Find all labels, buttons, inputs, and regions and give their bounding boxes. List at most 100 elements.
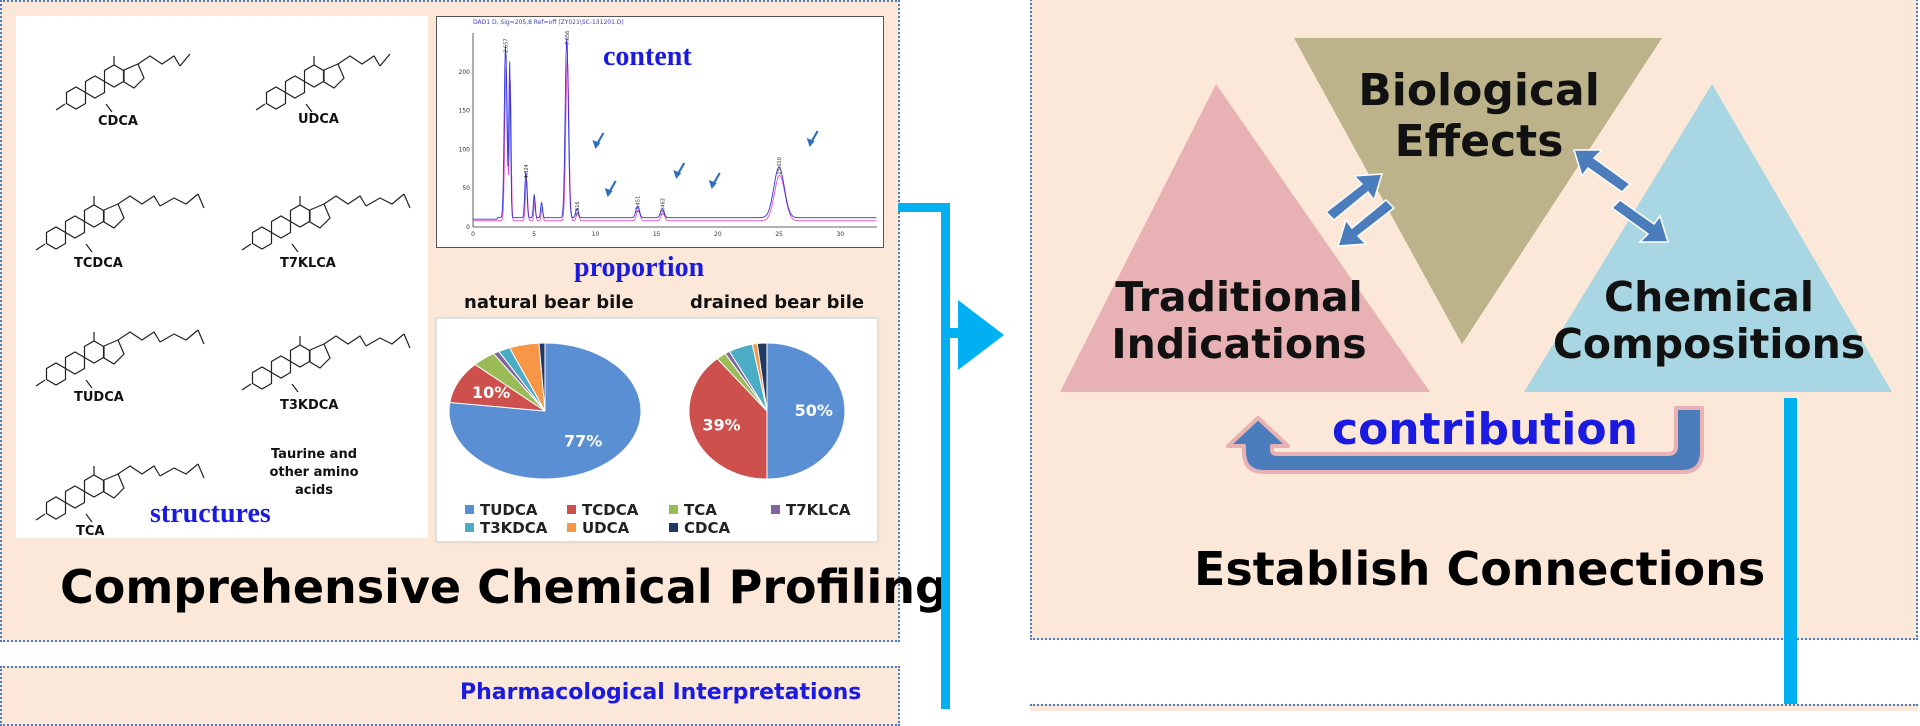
legend-swatch-udca bbox=[567, 523, 576, 532]
molecule-cdca bbox=[55, 53, 191, 113]
pie-title-natural: natural bear bile bbox=[464, 292, 634, 313]
contribution-arrow bbox=[1226, 406, 1704, 474]
compound-label-udca: UDCA bbox=[298, 112, 339, 127]
connector-line-horizontal bbox=[898, 203, 950, 212]
pie-data-label: 10% bbox=[472, 383, 510, 402]
chrom-x-tick: 10 bbox=[592, 231, 600, 238]
chemical-compositions-label: Chemical Compositions bbox=[1552, 273, 1866, 369]
chromatogram-frame: DAD1 D, Sig=205,8 Ref=off (ZY021\SC-1312… bbox=[436, 16, 884, 248]
legend-label-t3kdca: T3KDCA bbox=[480, 519, 548, 537]
compound-label-t3kdca: T3KDCA bbox=[280, 398, 339, 413]
chromatogram-header: DAD1 D, Sig=205,8 Ref=off (ZY021\SC-1312… bbox=[473, 19, 624, 26]
right-arrowhead-icon bbox=[958, 300, 1004, 370]
connections-panel: Biological Effects Traditional Indicatio… bbox=[1030, 0, 1918, 640]
chrom-x-tick: 15 bbox=[653, 231, 661, 238]
chrom-arrowhead-icon bbox=[708, 180, 717, 189]
compound-label-t7klca: T7KLCA bbox=[280, 256, 336, 271]
taurine-note: Taurine and other amino acids bbox=[269, 447, 359, 499]
molecule-structures bbox=[35, 53, 411, 523]
left-double-arrow-icon bbox=[1324, 173, 1396, 247]
profiling-title: Comprehensive Chemical Profiling bbox=[60, 560, 948, 614]
legend-item-tca: TCA bbox=[669, 501, 717, 519]
pharmacology-label: Pharmacological Interpretations bbox=[460, 680, 862, 705]
chrom-y-tick: 200 bbox=[459, 69, 471, 76]
molecule-tcdca bbox=[35, 193, 205, 253]
pie-data-label: 77% bbox=[564, 432, 602, 451]
pie-slice-tudca bbox=[766, 342, 846, 480]
molecule-t7klca bbox=[241, 193, 411, 253]
chrom-arrowhead-icon bbox=[806, 138, 815, 147]
pharmacology-panel: Pharmacological Interpretations bbox=[0, 666, 900, 726]
chrom-arrowhead-icon bbox=[604, 188, 613, 197]
legend-swatch-tca bbox=[669, 505, 678, 514]
pie-slice-cdca bbox=[538, 342, 546, 412]
legend-swatch-t3kdca bbox=[465, 523, 474, 532]
legend-item-cdca: CDCA bbox=[669, 519, 730, 537]
legend-label-t7klca: T7KLCA bbox=[786, 501, 851, 519]
chrom-trace-reference bbox=[473, 59, 877, 222]
legend-item-tudca: TUDCA bbox=[465, 501, 537, 519]
connections-title: Establish Connections bbox=[1194, 542, 1766, 596]
pie-drained: 50% 39% bbox=[688, 342, 846, 480]
legend-label-cdca: CDCA bbox=[684, 519, 731, 537]
compound-label-cdca: CDCA bbox=[98, 114, 138, 129]
molecule-t3kdca bbox=[241, 333, 411, 393]
connector-stub bbox=[949, 328, 959, 338]
chrom-peak-label: 15.463 bbox=[660, 198, 666, 216]
chrom-y-tick: 50 bbox=[462, 185, 470, 192]
legend-label-tca: TCA bbox=[684, 501, 717, 519]
compound-label-tca: TCA bbox=[76, 524, 105, 539]
chrom-x-tick: 20 bbox=[714, 231, 722, 238]
structures-label: structures bbox=[150, 498, 271, 529]
molecule-udca bbox=[255, 53, 391, 113]
right-double-arrow-icon bbox=[1572, 149, 1670, 243]
biological-effects-label: Biological Effects bbox=[1358, 65, 1600, 167]
compound-label-tudca: TUDCA bbox=[74, 390, 124, 405]
chromatogram-plot: DAD1 D, Sig=205,8 Ref=off (ZY021\SC-1312… bbox=[459, 19, 877, 238]
chrom-x-tick: 30 bbox=[836, 231, 844, 238]
chrom-trace-sample bbox=[473, 38, 877, 220]
chrom-peak-label: 2.657 bbox=[504, 38, 510, 52]
chrom-peak-label: 4.324 bbox=[524, 164, 530, 178]
legend-swatch-t7klca bbox=[771, 505, 780, 514]
pie-title-drained: drained bear bile bbox=[690, 292, 865, 313]
chemical-compositions-triangle bbox=[1524, 84, 1892, 392]
molecule-tudca bbox=[35, 329, 205, 389]
bottom-right-panel-edge bbox=[1030, 704, 1918, 711]
legend-item-t7klca: T7KLCA bbox=[771, 501, 850, 519]
biological-effects-triangle bbox=[1294, 38, 1662, 344]
legend-swatch-tcdca bbox=[567, 505, 576, 514]
chrom-x-tick: 25 bbox=[775, 231, 783, 238]
chrom-x-tick: 0 bbox=[471, 231, 475, 238]
chrom-y-tick: 100 bbox=[459, 146, 471, 153]
legend-label-tcdca: TCDCA bbox=[582, 501, 639, 519]
legend-item-udca: UDCA bbox=[567, 519, 629, 537]
contribution-label: contribution bbox=[1332, 404, 1638, 455]
right-connector-line bbox=[1784, 398, 1797, 709]
legend-swatch-cdca bbox=[669, 523, 678, 532]
content-label: content bbox=[603, 41, 692, 72]
pie-charts-box: 77% 10% 50% 39% TUDCA TCDCA TCA T7KLCA T3KD… bbox=[436, 318, 878, 542]
pie-data-label: 50% bbox=[795, 401, 833, 420]
legend-item-tcdca: TCDCA bbox=[567, 501, 638, 519]
pie-data-label: 39% bbox=[702, 415, 740, 434]
connector-line-vertical bbox=[941, 203, 950, 709]
chrom-y-tick: 150 bbox=[459, 108, 471, 115]
chrom-peak-label: 13.451 bbox=[636, 196, 642, 214]
chrom-peak-label: 8.516 bbox=[575, 201, 581, 215]
traditional-indications-triangle bbox=[1060, 84, 1430, 392]
chrom-peak-label: 25.010 bbox=[777, 157, 783, 175]
pie-slice-tcdca bbox=[688, 357, 768, 480]
structures-box: CDCA UDCA TCDCA T7KLCA TUDCA T3KDCA TCA … bbox=[16, 16, 428, 539]
pie-slice-cdca bbox=[756, 342, 768, 412]
chrom-arrowhead-icon bbox=[592, 140, 601, 149]
chrom-peak-label: 7.656 bbox=[565, 31, 571, 45]
proportion-label: proportion bbox=[574, 252, 705, 283]
legend-label-udca: UDCA bbox=[582, 519, 630, 537]
legend-label-tudca: TUDCA bbox=[480, 501, 538, 519]
molecule-tca bbox=[35, 463, 205, 523]
chrom-arrowhead-icon bbox=[673, 170, 682, 179]
pie-natural: 77% 10% bbox=[448, 342, 642, 480]
traditional-indications-label: Traditional Indications bbox=[1111, 273, 1367, 369]
pie-charts: 77% 10% 50% 39% bbox=[448, 342, 846, 480]
